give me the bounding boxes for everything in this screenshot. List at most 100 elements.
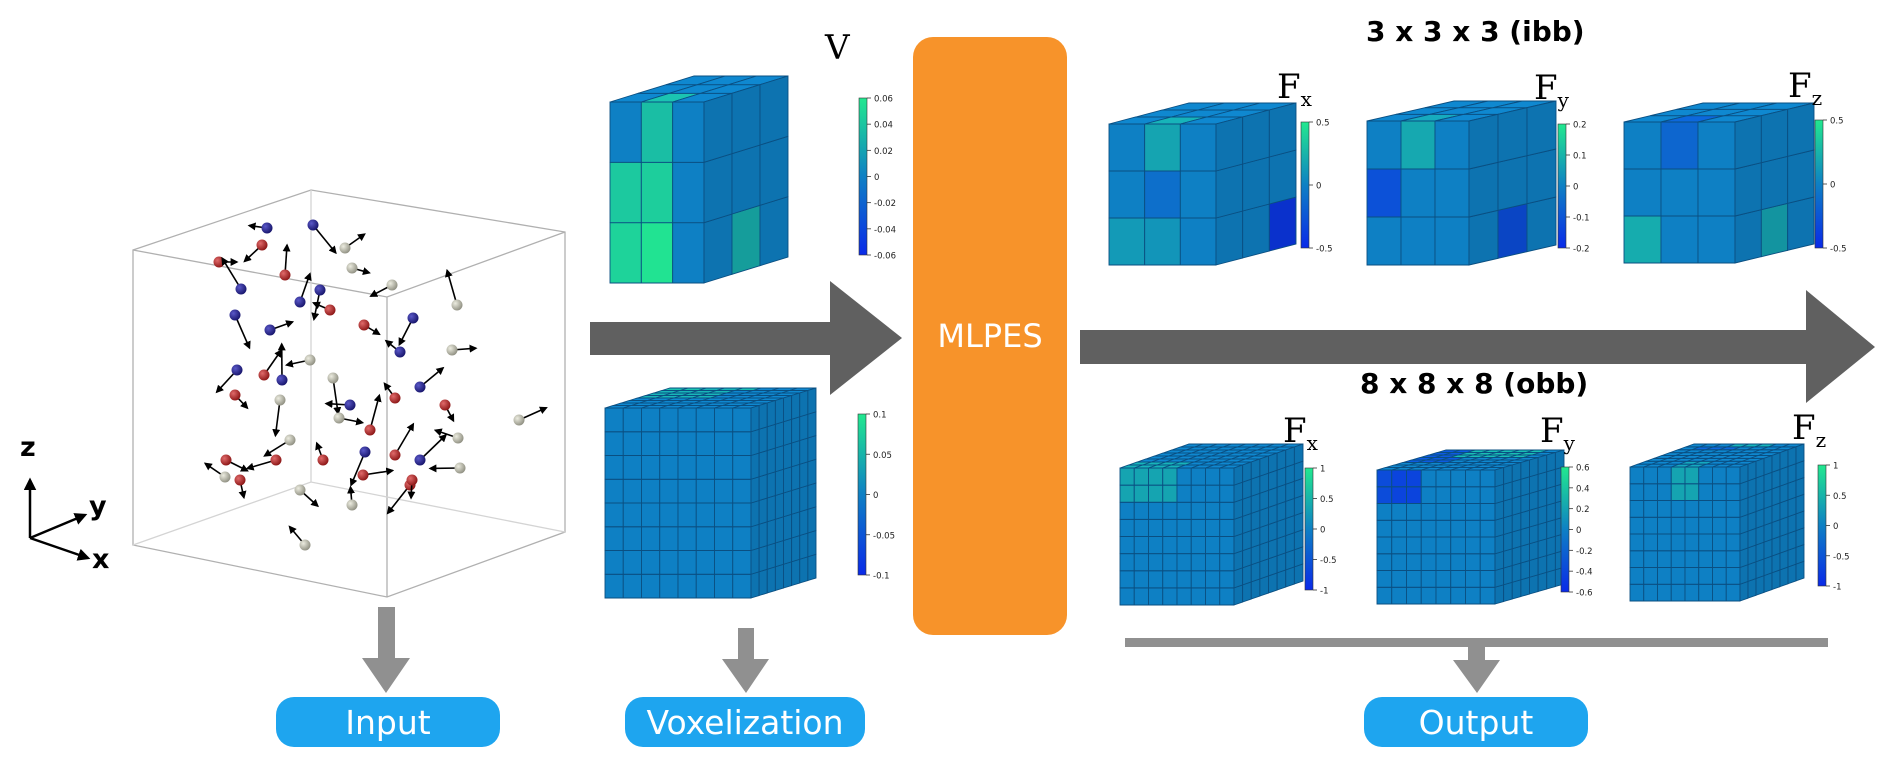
atom [454, 462, 466, 474]
fx-ibb-sub: x [1300, 86, 1312, 111]
colorbar-tick-label: 0 [1833, 522, 1838, 532]
colorbar-tick-label: 0.5 [1833, 492, 1847, 502]
colorbar-tick-label: 0 [1576, 526, 1581, 536]
colorbar-tick-label: -0.05 [873, 531, 895, 541]
fz-obb-f: F [1792, 408, 1816, 448]
colorbar-tick-label: 0.5 [1320, 495, 1334, 505]
down-arrow-voxelization [722, 628, 769, 693]
fx-obb-f: F [1283, 411, 1307, 451]
force-vector [234, 314, 251, 350]
atom [439, 399, 451, 411]
force-vector [332, 377, 342, 416]
atom [333, 412, 345, 424]
force-vector [419, 433, 448, 461]
colorbar-tick-label: -0.5 [1830, 245, 1847, 255]
fz-obb-sub: z [1815, 427, 1827, 452]
fz-obb-symbol: Fz [1792, 408, 1826, 452]
colorbar-tick-label: -0.2 [1573, 245, 1590, 255]
colorbars-layer: 0.060.040.020-0.02-0.04-0.060.10.050-0.0… [857, 95, 1850, 599]
atom [357, 469, 369, 481]
atom [406, 474, 418, 486]
atom [229, 389, 241, 401]
colorbar-tick-label: 0.04 [874, 121, 893, 131]
colorbar-tick-label: 0.2 [1573, 121, 1587, 131]
input-pill: Input [276, 697, 500, 747]
atom [407, 312, 419, 324]
colorbar-tick-label: 0.5 [1830, 117, 1844, 127]
fz-obb-cube [1629, 443, 1805, 602]
axis-label-z: z [20, 432, 36, 463]
v-ibb-cube [609, 75, 789, 284]
obb-heading: 8 x 8 x 8 (obb) [1360, 367, 1589, 400]
force-vector [272, 399, 281, 438]
colorbar-tick-label: 0 [1830, 181, 1835, 191]
atom [339, 242, 351, 254]
ibb-heading: 3 x 3 x 3 (ibb) [1366, 15, 1585, 48]
fy-ibb-sub: y [1557, 87, 1569, 112]
colorbar-tick-label: -0.02 [874, 199, 896, 209]
colorbar-tick-label: 0 [874, 173, 879, 183]
fz-ibb-f: F [1788, 66, 1812, 106]
axis-label-y: y [89, 491, 107, 522]
atom [231, 364, 243, 376]
fy-obb-cube [1376, 449, 1565, 605]
colorbar-tick-label: -1 [1320, 587, 1328, 597]
v-obb-colorbar: 0.10.050-0.05-0.1 [857, 411, 895, 582]
force-vector [394, 422, 415, 456]
fx-obb-colorbar: 10.50-0.5-1 [1304, 465, 1337, 597]
voxelization-pill: Voxelization [625, 697, 865, 747]
atom [234, 474, 246, 486]
fz-ibb-colorbar: 0.5 0 -0.5 [1814, 117, 1847, 255]
atom [358, 319, 370, 331]
atom [451, 299, 463, 311]
fx-obb-sub: x [1306, 430, 1318, 455]
fx-ibb-f: F [1277, 67, 1301, 107]
atom [327, 372, 339, 384]
atom [394, 346, 406, 358]
fy-ibb-symbol: Fy [1534, 68, 1569, 112]
fz-obb-colorbar: 10.50-0.5-1 [1817, 462, 1850, 593]
colorbar-tick-label: 0.2 [1576, 505, 1590, 515]
output-bracket-bar [1125, 638, 1828, 647]
colorbar-tick-label: 1 [1320, 465, 1325, 475]
colorbar-tick-label: -0.5 [1316, 245, 1333, 255]
atom [264, 324, 276, 336]
atom [220, 454, 232, 466]
mlpes-model-box[interactable]: MLPES [913, 37, 1067, 635]
colorbar-tick-label: 0.5 [1316, 119, 1330, 129]
colorbar-tick-label: 0.6 [1576, 464, 1590, 474]
atom [276, 374, 288, 386]
flow-arrow-input-to-model [590, 281, 902, 395]
fy-ibb-cube [1366, 100, 1557, 266]
atom [513, 414, 525, 426]
force-vector [221, 256, 242, 290]
colorbar-tick-label: 0.05 [873, 451, 892, 461]
atom [229, 309, 241, 321]
colorbar-tick-label: 0 [873, 491, 878, 501]
colorbar-tick-label: -1 [1833, 583, 1841, 593]
atom [235, 283, 247, 295]
fx-obb-cube [1119, 443, 1304, 606]
atom [284, 434, 296, 446]
atom [389, 392, 401, 404]
atom [256, 239, 268, 251]
atoms-layer [203, 219, 548, 551]
fy-obb-symbol: Fy [1540, 411, 1575, 455]
down-arrow-input [362, 607, 410, 693]
fy-obb-colorbar: 0.60.40.20-0.2-0.4-0.6 [1560, 464, 1593, 599]
colorbar-tick-label: 1 [1833, 462, 1838, 472]
colorbar-tick-label: -0.4 [1576, 568, 1593, 578]
fy-obb-sub: y [1563, 430, 1575, 455]
atom [274, 394, 286, 406]
coordinate-axes [23, 477, 91, 561]
down-arrow-output [1453, 646, 1500, 693]
colorbar-tick-label: 0.4 [1576, 484, 1590, 494]
colorbar-tick-label: -0.2 [1576, 547, 1593, 557]
fz-ibb-sub: z [1811, 85, 1823, 110]
atom [452, 432, 464, 444]
atom [446, 344, 458, 356]
atom [314, 284, 326, 296]
fz-ibb-cube [1623, 102, 1815, 264]
colorbar-tick-label: 0 [1320, 526, 1325, 536]
